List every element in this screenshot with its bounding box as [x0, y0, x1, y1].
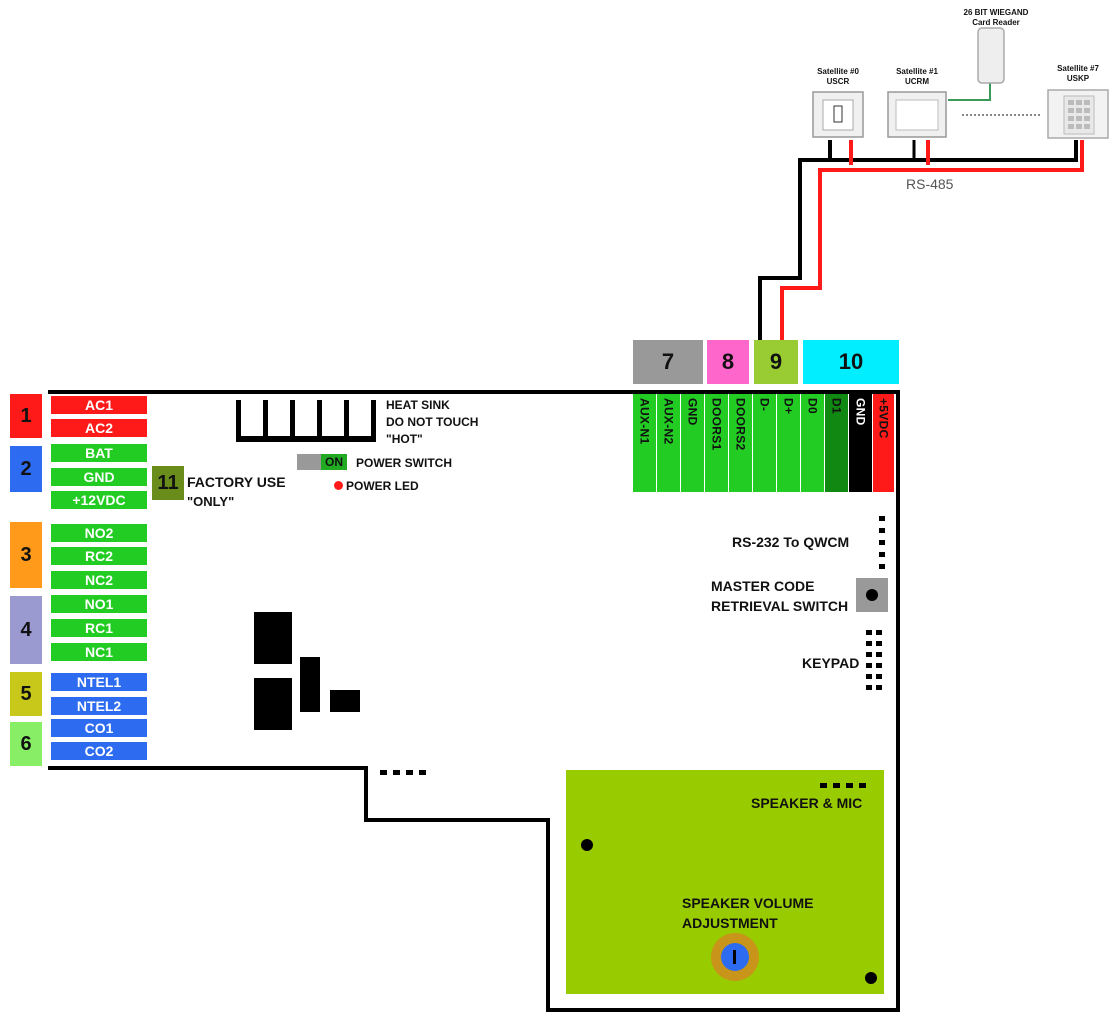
factory-use-label: FACTORY USE	[187, 474, 286, 490]
terminal-5vdc: +5VDC	[873, 394, 895, 492]
terminal-aux-n2: AUX-N2	[657, 394, 681, 492]
relay-components	[254, 612, 360, 730]
group-4-badge: 4	[10, 596, 42, 664]
terminal-nc2: NC2	[50, 570, 148, 590]
group-6-badge: 6	[10, 722, 42, 766]
rs485-black-wire	[758, 140, 832, 345]
master-code-label: MASTER CODE	[711, 578, 815, 594]
connector-tab-7: 7	[633, 340, 703, 384]
volume-knob	[711, 933, 759, 981]
satellite-7-device	[1047, 89, 1109, 139]
satellite-1-device	[887, 91, 947, 138]
rs232-label: RS-232 To QWCM	[732, 534, 850, 550]
terminal-ntel2: NTEL2	[50, 696, 148, 716]
heat-sink-shape	[236, 400, 376, 442]
rs232-header	[879, 516, 885, 569]
terminal-gnd: GND	[50, 467, 148, 487]
group-5-badge: 5	[10, 672, 42, 716]
connector-tab-9: 9	[754, 340, 798, 384]
keypad-header	[866, 630, 882, 690]
terminal-ac2: AC2	[50, 418, 148, 438]
terminal-d0: D0	[801, 394, 825, 492]
terminal-d-plus: D+	[777, 394, 801, 492]
speaker-adjustment-label: ADJUSTMENT	[682, 915, 778, 931]
terminal-aux-n1: AUX-N1	[633, 394, 657, 492]
terminal-ac1: AC1	[50, 395, 148, 415]
card-reader-device	[977, 27, 1005, 84]
terminal-12vdc: +12VDC	[50, 490, 148, 510]
group-3-badge: 3	[10, 522, 42, 588]
terminal-doors2: DOORS2	[729, 394, 753, 492]
terminal-ntel1: NTEL1	[50, 672, 148, 692]
wiegand-wire	[948, 82, 991, 101]
terminal-bat: BAT	[50, 443, 148, 463]
terminal-doors1: DOORS1	[705, 394, 729, 492]
factory-use-badge: 11	[152, 466, 184, 500]
board-outline	[48, 390, 900, 1012]
heat-sink-hot: "HOT"	[386, 432, 423, 446]
terminal-co1: CO1	[50, 718, 148, 738]
speaker-volume-label: SPEAKER VOLUME	[682, 895, 814, 911]
heat-sink-warning: DO NOT TOUCH	[386, 415, 479, 429]
terminal-no1: NO1	[50, 594, 148, 614]
terminal-no2: NO2	[50, 523, 148, 543]
connector-tab-8: 8	[707, 340, 749, 384]
keypad-label: KEYPAD	[802, 655, 860, 671]
terminal-rc1: RC1	[50, 618, 148, 638]
power-switch-state: ON	[321, 454, 347, 470]
terminal-gnd-black: GND	[849, 394, 873, 492]
satellite-0-device	[812, 91, 864, 138]
terminal-rc2: RC2	[50, 546, 148, 566]
terminal-gnd-top: GND	[681, 394, 705, 492]
retrieval-switch-label: RETRIEVAL SWITCH	[711, 598, 849, 614]
power-led-icon	[334, 481, 343, 490]
rs485-black-wire-2	[800, 140, 1078, 162]
group-1-badge: 1	[10, 394, 42, 438]
heat-sink-label: HEAT SINK	[386, 398, 450, 412]
rs485-label: RS-485	[906, 176, 954, 192]
terminal-nc1: NC1	[50, 642, 148, 662]
power-switch-label: POWER SWITCH	[356, 456, 452, 470]
terminal-d1: D1	[825, 394, 849, 492]
rs485-red-wire	[780, 140, 1084, 345]
factory-use-only-label: "ONLY"	[187, 494, 235, 509]
power-led-label: POWER LED	[346, 479, 419, 493]
master-code-switch	[856, 578, 888, 612]
speaker-mic-label: SPEAKER & MIC	[751, 795, 863, 811]
terminal-d-minus: D-	[753, 394, 777, 492]
terminal-co2: CO2	[50, 741, 148, 761]
power-switch[interactable]: ON	[297, 454, 347, 470]
bottom-header-dots	[380, 770, 426, 775]
group-2-badge: 2	[10, 446, 42, 492]
connector-tab-10: 10	[803, 340, 899, 384]
